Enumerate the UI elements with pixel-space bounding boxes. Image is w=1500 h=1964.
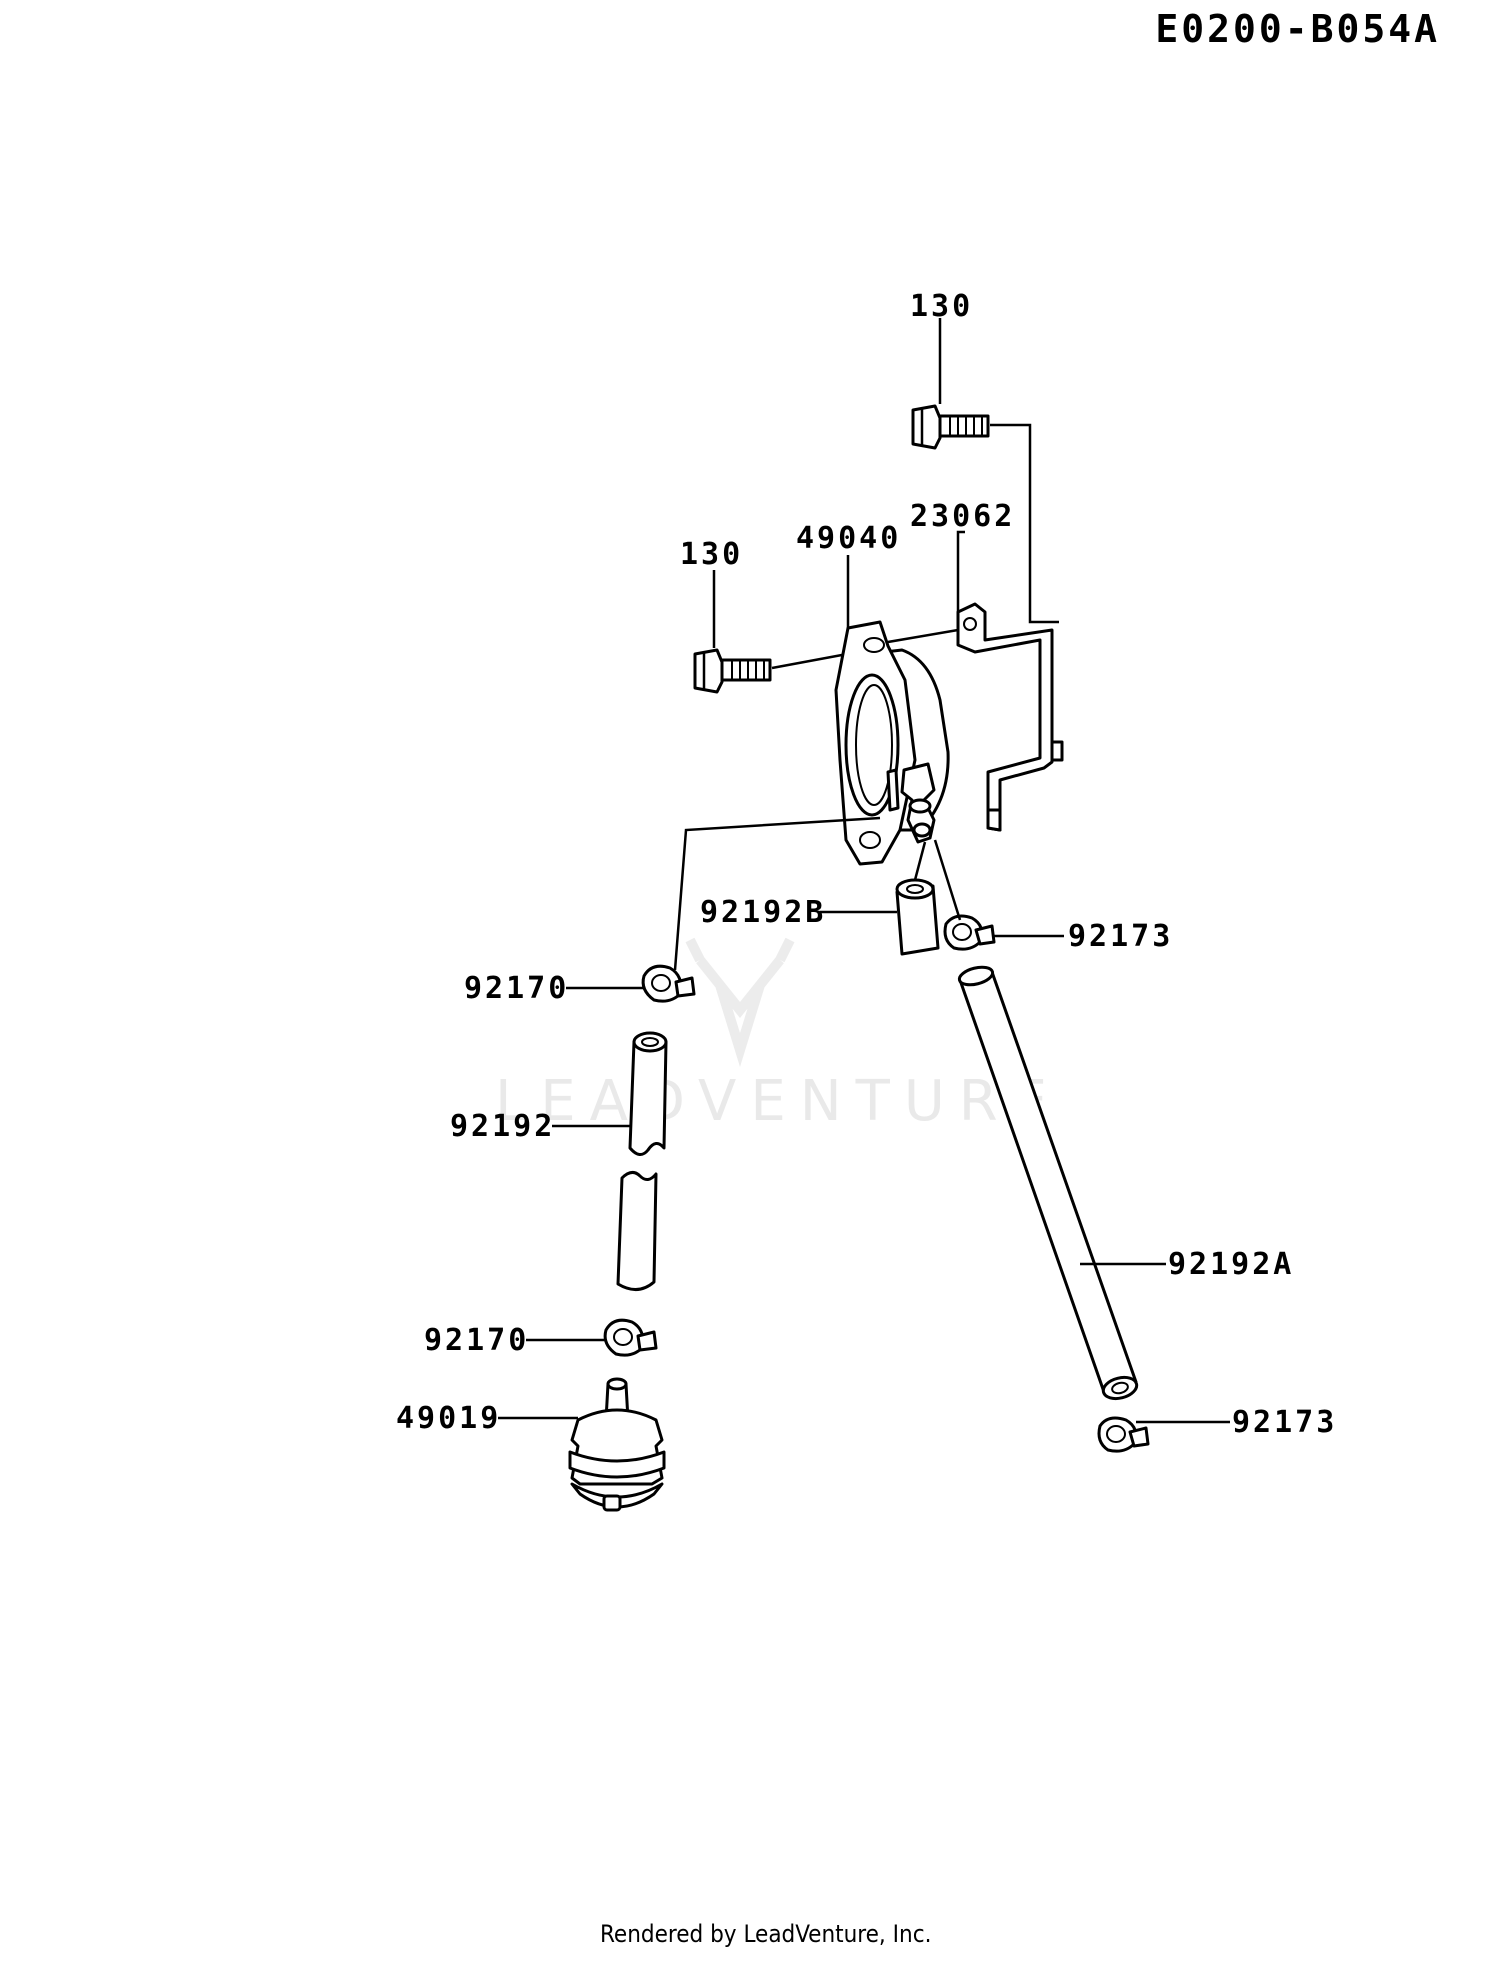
fuel-pump-icon <box>834 620 950 866</box>
clamp-inlet-upper-icon <box>641 964 696 1003</box>
hose-short-icon <box>895 878 940 956</box>
label-bolt-left: 130 <box>680 537 743 572</box>
footer-credit: Rendered by LeadVenture, Inc. <box>600 1920 931 1948</box>
watermark: LEADVENTURE <box>495 937 1061 1134</box>
hose-outlet-icon <box>957 965 1139 1401</box>
label-fuel-filter: 49019 <box>396 1401 501 1436</box>
label-bracket: 23062 <box>910 499 1015 534</box>
bolt-top-icon <box>911 404 990 450</box>
label-clamp-inlet-lower: 92170 <box>424 1323 529 1358</box>
fuel-filter-icon <box>568 1377 666 1512</box>
hose-inlet-icon <box>616 1031 668 1291</box>
watermark-logo-icon <box>685 937 795 1068</box>
label-fuel-pump: 49040 <box>796 521 901 556</box>
label-bolt-top: 130 <box>910 289 973 324</box>
diagram-code: E0200-B054A <box>1155 7 1440 51</box>
label-hose-inlet: 92192 <box>450 1109 555 1144</box>
clamp-inlet-lower-icon <box>603 1318 658 1357</box>
watermark-text: LEADVENTURE <box>495 1069 1061 1134</box>
label-hose-outlet: 92192A <box>1168 1247 1294 1282</box>
label-clamp-pump-outlet: 92173 <box>1068 919 1173 954</box>
bolt-left-icon <box>693 648 772 694</box>
label-clamp-outlet-lower: 92173 <box>1232 1405 1337 1440</box>
clamp-pump-outlet-icon <box>943 914 996 951</box>
label-clamp-inlet-upper: 92170 <box>464 971 569 1006</box>
label-hose-short: 92192B <box>700 895 826 930</box>
bracket-icon <box>956 602 1064 832</box>
clamp-outlet-lower-icon <box>1097 1416 1150 1453</box>
